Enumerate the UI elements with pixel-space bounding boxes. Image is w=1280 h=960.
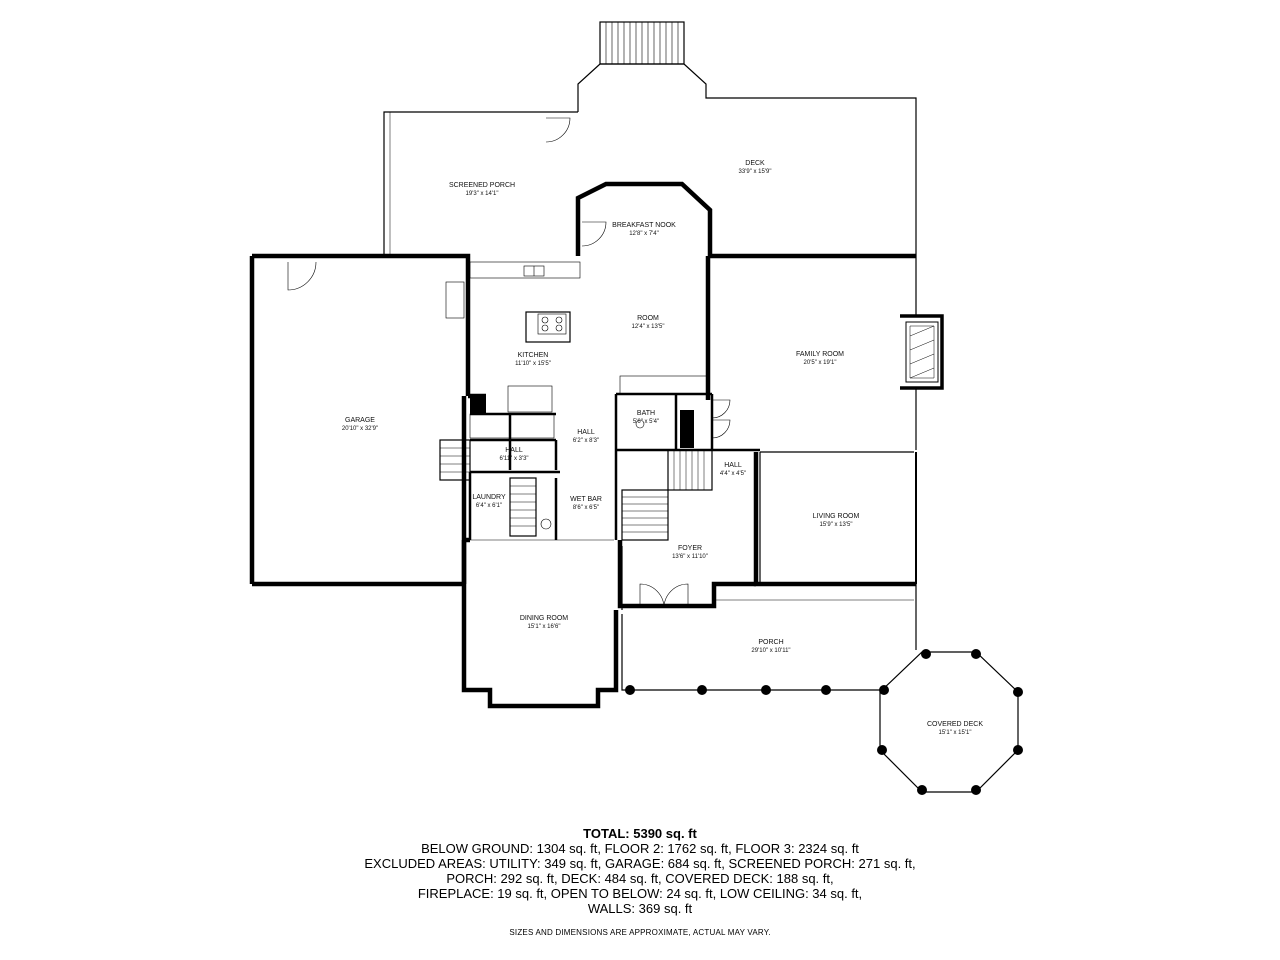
wet-bar-dim: 8'6" x 6'5" (573, 505, 599, 511)
room-label: ROOM (637, 315, 659, 322)
area-summary: TOTAL: 5390 sq. ft BELOW GROUND: 1304 sq… (0, 826, 1280, 916)
breakfast-nook-dim: 12'8" x 7'4" (629, 231, 659, 237)
room-dim: 12'4" x 13'5" (632, 324, 665, 330)
walls (249, 181, 1019, 793)
foyer-label: FOYER (678, 545, 702, 552)
deck-dim: 33'9" x 15'9" (739, 169, 772, 175)
hall-label-1: HALL (577, 429, 595, 436)
hall-dim-2: 6'11" x 3'3" (499, 456, 528, 462)
dining-room-label: DINING ROOM (520, 615, 568, 622)
summary-line-2: EXCLUDED AREAS: UTILITY: 349 sq. ft, GAR… (364, 856, 916, 871)
covered-deck-dim: 15'1" x 15'1" (939, 730, 972, 736)
cooktop-icon (537, 313, 567, 335)
dining-room-dim: 15'1" x 16'6" (528, 624, 561, 630)
wet-bar-label: WET BAR (570, 496, 602, 503)
porch-posts (625, 649, 1023, 795)
garage-dim: 20'10" x 32'9" (342, 426, 378, 432)
hall-label-2: HALL (505, 447, 523, 454)
disclaimer: SIZES AND DIMENSIONS ARE APPROXIMATE, AC… (509, 928, 771, 937)
covered-deck-label: COVERED DECK (927, 721, 983, 728)
solid-blocks (470, 321, 939, 448)
summary-line-1: BELOW GROUND: 1304 sq. ft, FLOOR 2: 1762… (421, 841, 859, 856)
garage-label: GARAGE (345, 417, 375, 424)
living-room-dim: 15'9" x 13'5" (820, 522, 853, 528)
breakfast-nook-label: BREAKFAST NOOK (612, 222, 676, 229)
deck-label: DECK (745, 160, 765, 167)
hall-dim-1: 6'2" x 8'3" (573, 438, 599, 444)
bath-label: BATH (637, 410, 655, 417)
foyer-dim: 13'6" x 11'10" (672, 554, 708, 560)
laundry-label: LAUNDRY (472, 494, 506, 501)
bath-dim: 5'6" x 5'4" (633, 419, 659, 425)
summary-line-5: WALLS: 369 sq. ft (587, 901, 693, 916)
kitchen-dim: 11'10" x 15'5" (515, 361, 551, 367)
summary-line-3: PORCH: 292 sq. ft, DECK: 484 sq. ft, COV… (446, 871, 834, 886)
porch-dim: 29'10" x 10'11" (751, 648, 790, 654)
laundry-dim: 6'4" x 6'1" (476, 503, 502, 509)
screened-porch-dim: 19'3" x 14'1" (466, 191, 499, 197)
family-room-dim: 20'5" x 19'1" (804, 360, 837, 366)
porch-label: PORCH (758, 639, 783, 646)
family-room-label: FAMILY ROOM (796, 351, 844, 358)
room-labels: DECK 33'9" x 15'9" SCREENED PORCH 19'3" … (342, 160, 983, 736)
summary-line-4: FIREPLACE: 19 sq. ft, OPEN TO BELOW: 24 … (417, 886, 863, 901)
hall-dim-3: 4'4" x 4'5" (720, 471, 746, 477)
floor-plan: DECK 33'9" x 15'9" SCREENED PORCH 19'3" … (249, 21, 1023, 795)
sink-icon (523, 265, 645, 530)
kitchen-label: KITCHEN (518, 352, 549, 359)
hall-label-3: HALL (724, 462, 742, 469)
living-room-label: LIVING ROOM (813, 513, 860, 520)
total-area: TOTAL: 5390 sq. ft (583, 826, 697, 841)
screened-porch-label: SCREENED PORCH (449, 182, 515, 189)
